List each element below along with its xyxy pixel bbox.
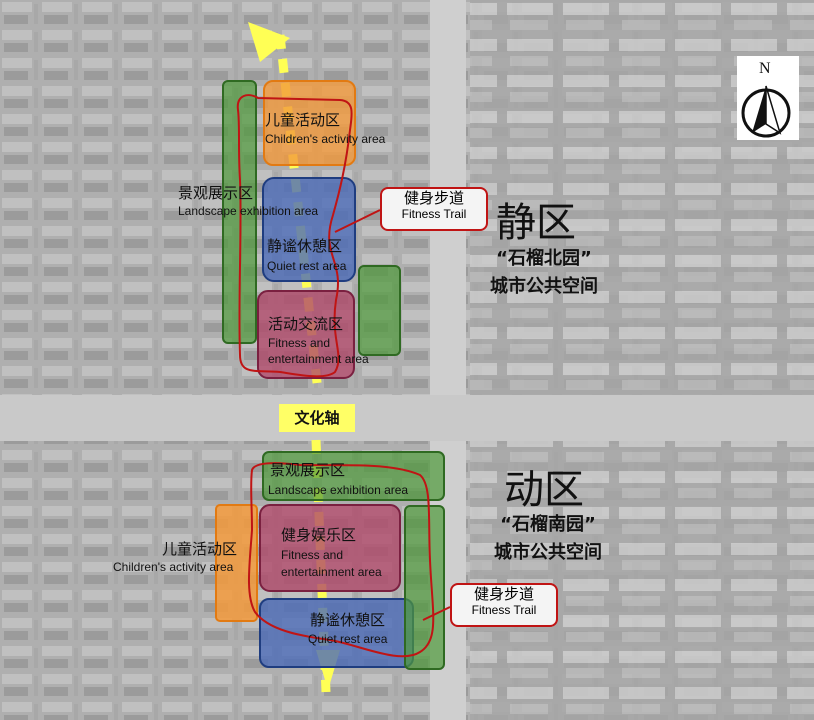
north-arrow-label: N bbox=[759, 60, 771, 77]
south-fitness-trail bbox=[248, 462, 435, 658]
south-trail-callout: 健身步道 Fitness Trail bbox=[450, 583, 558, 627]
north-garden-name: “石榴北园” bbox=[496, 248, 592, 269]
north-fitness-label-en2: entertainment area bbox=[268, 352, 369, 366]
north-fitness-zone bbox=[257, 290, 355, 379]
south-green-patch bbox=[404, 505, 445, 670]
north-trail-leader bbox=[334, 209, 381, 233]
south-children-zone bbox=[215, 504, 258, 622]
north-landscape-label-cn: 景观展示区 bbox=[178, 184, 254, 202]
culture-axis-label: 文化轴 bbox=[279, 404, 355, 432]
north-quiet-label-en: Quiet rest area bbox=[267, 259, 347, 273]
south-trail-leader bbox=[422, 606, 451, 621]
south-quiet-label-en: Quiet rest area bbox=[308, 632, 388, 646]
north-trail-label-cn: 健身步道 bbox=[403, 189, 464, 207]
north-children-label-en: Children's activity area bbox=[265, 132, 386, 146]
north-green-patch bbox=[358, 265, 401, 356]
north-fitness-label-en1: Fitness and bbox=[268, 336, 331, 350]
south-children-label-en: Children's activity area bbox=[113, 560, 234, 574]
south-fitness-label-en2: entertainment area bbox=[281, 565, 382, 579]
north-garden-subtitle: 城市公共空间 bbox=[490, 276, 598, 297]
south-landscape-label-cn: 景观展示区 bbox=[270, 461, 346, 479]
south-landscape-label-en: Landscape exhibition area bbox=[268, 483, 409, 497]
south-garden-subtitle: 城市公共空间 bbox=[494, 542, 602, 563]
south-trail-label-cn: 健身步道 bbox=[473, 585, 534, 603]
south-fitness-label-cn: 健身娱乐区 bbox=[281, 526, 357, 544]
north-children-label-cn: 儿童活动区 bbox=[265, 111, 341, 129]
south-fitness-label-en1: Fitness and bbox=[281, 548, 344, 562]
north-fitness-trail bbox=[236, 94, 353, 378]
road-horizontal bbox=[0, 395, 814, 441]
south-fitness-zone bbox=[259, 504, 401, 592]
axis-arrow-head bbox=[248, 22, 290, 62]
south-zone-title: 动区 bbox=[504, 467, 584, 513]
north-trail-label-en: Fitness Trail bbox=[401, 207, 467, 221]
north-trail-callout: 健身步道 Fitness Trail bbox=[380, 187, 488, 231]
south-landscape-zone bbox=[262, 451, 445, 501]
south-garden-name: “石榴南园” bbox=[500, 514, 596, 535]
south-children-label-cn: 儿童活动区 bbox=[162, 540, 238, 558]
south-quiet-label-cn: 静谧休憩区 bbox=[310, 611, 386, 629]
north-fitness-label-cn: 活动交流区 bbox=[268, 315, 344, 333]
north-arrow-icon bbox=[737, 56, 799, 140]
north-landscape-label-en: Landscape exhibition area bbox=[178, 204, 319, 218]
north-quiet-label-cn: 静谧休憩区 bbox=[267, 237, 343, 255]
south-trail-label-en: Fitness Trail bbox=[471, 603, 537, 617]
north-children-zone bbox=[263, 80, 356, 166]
north-zone-title: 静区 bbox=[496, 200, 576, 246]
